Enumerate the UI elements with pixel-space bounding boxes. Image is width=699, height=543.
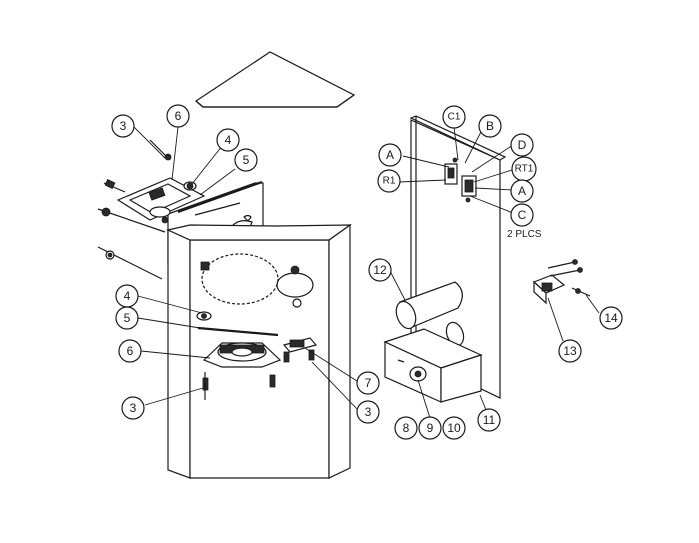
svg-text:11: 11 bbox=[483, 413, 496, 427]
callout-D: D bbox=[510, 133, 534, 157]
callout-6-mid: 6 bbox=[118, 339, 142, 363]
callout-3-bottom-left: 3 bbox=[121, 396, 145, 420]
callout-5-mid: 5 bbox=[115, 306, 139, 330]
svg-text:10: 10 bbox=[447, 421, 461, 435]
svg-text:C: C bbox=[518, 208, 527, 222]
svg-text:A: A bbox=[518, 184, 526, 198]
svg-text:R1: R1 bbox=[383, 176, 396, 187]
callout-R1: R1 bbox=[377, 169, 401, 193]
svg-text:14: 14 bbox=[604, 311, 618, 325]
svg-text:D: D bbox=[518, 138, 527, 152]
svg-text:A: A bbox=[386, 148, 394, 162]
callout-9: 9 bbox=[418, 416, 442, 440]
callout-12: 12 bbox=[368, 258, 392, 282]
svg-text:5: 5 bbox=[243, 153, 250, 167]
svg-text:C1: C1 bbox=[448, 112, 461, 123]
callout-B: B bbox=[478, 114, 502, 138]
callout-3-right: 3 bbox=[356, 400, 380, 424]
callout-7: 7 bbox=[356, 371, 380, 395]
svg-text:6: 6 bbox=[127, 344, 134, 358]
callout-10: 10 bbox=[442, 416, 466, 440]
top-lid bbox=[195, 51, 356, 108]
svg-text:12: 12 bbox=[373, 263, 387, 277]
plcs-note: 2 PLCS bbox=[507, 229, 542, 240]
svg-text:4: 4 bbox=[124, 289, 131, 303]
svg-text:6: 6 bbox=[175, 109, 182, 123]
leader-lines bbox=[132, 125, 600, 419]
terminal-box bbox=[383, 328, 483, 403]
fuse-bracket bbox=[532, 259, 591, 305]
svg-text:8: 8 bbox=[403, 421, 410, 435]
callout-11: 11 bbox=[477, 408, 501, 432]
callout-C1: C1 bbox=[442, 105, 466, 129]
callout-RT1: RT1 bbox=[511, 156, 537, 182]
back-panel bbox=[409, 115, 507, 399]
port-tube bbox=[395, 281, 465, 347]
callout-6-top: 6 bbox=[166, 104, 190, 128]
callout-4-top: 4 bbox=[216, 128, 240, 152]
crossover-bracket bbox=[282, 337, 318, 363]
lower-screws bbox=[202, 372, 276, 400]
svg-text:RT1: RT1 bbox=[515, 164, 534, 175]
callout-A-right: A bbox=[510, 179, 534, 203]
callout-8: 8 bbox=[394, 416, 418, 440]
upper-bracket-assembly bbox=[116, 177, 206, 221]
callout-4-mid: 4 bbox=[115, 284, 139, 308]
callout-13: 13 bbox=[558, 339, 582, 363]
callout-C: C bbox=[510, 203, 534, 227]
svg-text:3: 3 bbox=[365, 405, 372, 419]
callout-3-top-left: 3 bbox=[111, 114, 135, 138]
svg-text:5: 5 bbox=[124, 311, 131, 325]
woofer-driver bbox=[202, 342, 282, 368]
svg-text:13: 13 bbox=[563, 344, 577, 358]
callout-A-left: A bbox=[378, 143, 402, 167]
callout-5-top: 5 bbox=[234, 148, 258, 172]
upper-screws bbox=[97, 139, 241, 280]
svg-text:9: 9 bbox=[427, 421, 434, 435]
svg-text:4: 4 bbox=[225, 133, 232, 147]
middle-hardware bbox=[196, 311, 279, 337]
callout-14: 14 bbox=[599, 306, 623, 330]
svg-text:3: 3 bbox=[130, 401, 137, 415]
svg-text:3: 3 bbox=[120, 119, 127, 133]
svg-text:7: 7 bbox=[365, 376, 372, 390]
svg-text:B: B bbox=[486, 119, 494, 133]
